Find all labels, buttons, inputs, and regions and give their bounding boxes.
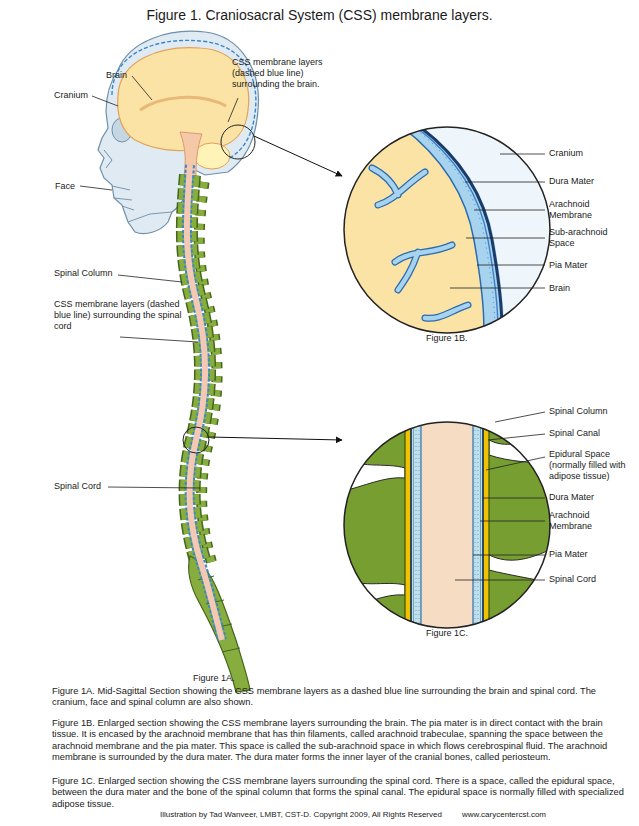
- caption-paragraph: Figure 1B. Enlarged section showing the …: [52, 718, 632, 763]
- part-label: Face: [55, 181, 75, 192]
- leader-line: [483, 498, 545, 499]
- dura-mater: [411, 410, 483, 650]
- membrane-note: CSS membrane layers (dashed blue line) s…: [232, 57, 347, 90]
- layer-label: Cranium: [549, 148, 583, 159]
- epidural-space: [405, 410, 489, 650]
- part-label: Spinal Column: [54, 268, 113, 279]
- figure-title: Figure 1. Craniosacral System (CSS) memb…: [0, 6, 639, 24]
- section-circle: [344, 422, 550, 628]
- zoom-arrow: [254, 136, 342, 176]
- leader-line: [108, 487, 200, 488]
- nasal-bone: [104, 150, 112, 168]
- arachnoid-membrane: [414, 410, 481, 650]
- caption-paragraph: Figure 1C. Enlarged section showing the …: [52, 776, 632, 810]
- leader-line: [500, 154, 545, 155]
- zoom-arrow: [209, 437, 342, 440]
- leader-line: [473, 555, 545, 556]
- layer-label: Arachnoid Membrane: [549, 510, 611, 532]
- corpus-callosum: [140, 97, 226, 110]
- caption-paragraph: Figure 1A. Mid-Sagittal Section showing …: [52, 686, 632, 709]
- leader-line: [92, 96, 118, 106]
- leader-line: [477, 265, 545, 266]
- layer-label: Pia Mater: [549, 260, 588, 271]
- layer-label: Brain: [549, 283, 570, 294]
- zoom-circle: [221, 125, 255, 159]
- leader-line: [474, 210, 545, 211]
- arachnoid-membrane: [391, 110, 498, 345]
- section-circle: [344, 127, 550, 333]
- subarachnoid-space: [411, 410, 483, 650]
- layer-label: Arachnoid Membrane: [549, 199, 611, 221]
- part-label: Cranium: [54, 90, 88, 101]
- leader-line: [486, 457, 545, 470]
- leader-lines: [80, 76, 238, 488]
- leader-line: [450, 288, 545, 289]
- figure-label: Figure 1B.: [426, 333, 468, 344]
- layer-label: Pia Mater: [549, 549, 588, 560]
- zoom-circle: [183, 427, 209, 453]
- spinal-cord: [187, 165, 222, 640]
- leader-line: [488, 434, 545, 440]
- layer-label: Dura Mater: [549, 176, 594, 187]
- jaw-teeth: [112, 186, 172, 222]
- membrane-dashed-line: [187, 165, 222, 640]
- intervertebral-gap: [335, 455, 405, 492]
- sulcus-outline: [372, 168, 468, 318]
- part-label: Brain: [106, 70, 127, 81]
- layer-label: Spinal Column: [549, 406, 608, 417]
- leader-line: [118, 275, 182, 282]
- layer-label: Spinal Canal: [549, 428, 600, 439]
- leader-lines: [450, 154, 545, 288]
- part-label: Spinal Cord: [54, 481, 101, 492]
- figure-label: Figure 1A.: [193, 673, 235, 684]
- leader-line: [455, 580, 545, 581]
- layer-label: Sub-arachnoid Space: [549, 227, 613, 249]
- cerebellum: [194, 143, 230, 169]
- pia-mater: [421, 410, 473, 650]
- leader-line: [465, 182, 545, 183]
- leader-lines: [455, 412, 545, 580]
- leader-line: [80, 186, 112, 190]
- leader-line: [132, 76, 152, 100]
- sulcus: [372, 168, 468, 318]
- credit-url: www.carycentercst.com: [462, 810, 546, 820]
- figure-label: Figure 1C.: [426, 628, 468, 639]
- leader-line: [480, 521, 545, 522]
- membrane-note: CSS membrane layers (dashed blue line) s…: [54, 299, 199, 332]
- spinal-cord-tissue: [421, 410, 473, 650]
- leader-line: [466, 238, 545, 239]
- layer-label: Spinal Cord: [549, 574, 596, 585]
- layer-label: Epidural Space (normally filled with adi…: [549, 449, 639, 482]
- csf-dots: [416, 410, 478, 650]
- credit-line: Illustration by Tad Wanveer, LMBT, CST-D…: [160, 810, 442, 820]
- leader-line: [228, 98, 238, 122]
- layer-label: Dura Mater: [549, 492, 594, 503]
- leader-line: [495, 412, 545, 422]
- pia-mater: [377, 110, 484, 345]
- spinal-section: [335, 410, 560, 650]
- leader-line: [120, 337, 198, 342]
